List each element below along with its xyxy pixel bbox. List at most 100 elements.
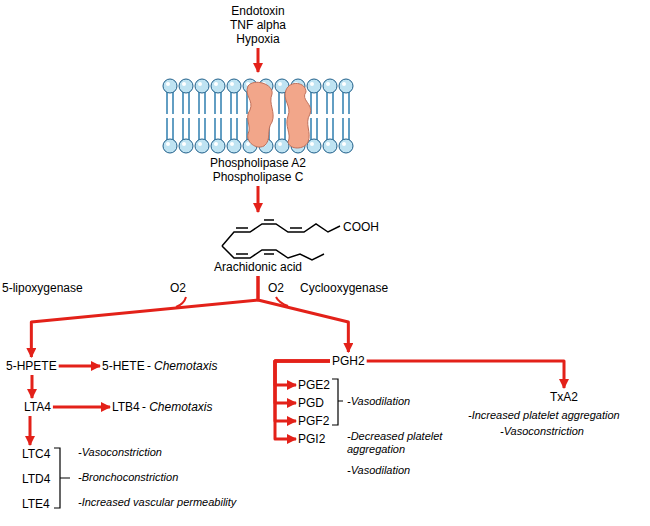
- compound-node: LTE4: [20, 495, 52, 513]
- pathway-arrow: [275, 361, 330, 439]
- annotation-label: O2: [268, 281, 284, 295]
- lipid-head: [211, 79, 225, 93]
- lipid-tail: [215, 118, 221, 140]
- effect-text: - Chemotaxis: [147, 359, 218, 373]
- lipid-head: [307, 139, 321, 153]
- group-bracket: [332, 379, 343, 425]
- pathway-arrow: [257, 48, 260, 72]
- annotation-label: 5-lipoxygenase: [2, 281, 83, 295]
- annotation-label: O2: [170, 281, 186, 295]
- compound-name: 5-HPETE: [6, 359, 57, 373]
- compound-node: Phospholipase A2 Phospholipase C: [163, 72, 353, 186]
- compound-name: LTD4: [22, 472, 50, 486]
- oxygen-input-stroke: [176, 297, 186, 307]
- lipid-highlight: [278, 82, 282, 86]
- pathway-arrow: [257, 186, 260, 212]
- lipid-head: [163, 139, 177, 153]
- compound-node: PGH2: [330, 352, 367, 370]
- cell-membrane: [163, 79, 353, 153]
- compound-name: LTB4: [112, 400, 140, 414]
- carbon-chain: [222, 246, 324, 260]
- compound-node: 5-HETE- Chemotaxis: [100, 357, 219, 375]
- compound-node: LTC4: [20, 445, 52, 463]
- compound-node: PGE2: [296, 376, 332, 394]
- lipid-highlight: [198, 82, 202, 86]
- connector-layer: [30, 48, 564, 445]
- compound-node: PGD: [296, 394, 326, 412]
- pathway-arrow: [29, 416, 32, 445]
- effect-label: -Vasoconstriction: [78, 446, 162, 459]
- effect-label: -Increased vascular permeability: [78, 496, 236, 509]
- lipid-head: [227, 139, 241, 153]
- lipid-tail: [311, 118, 317, 140]
- lipid-highlight: [310, 142, 314, 146]
- lipid-tail: [167, 92, 173, 114]
- lipid-tail: [327, 92, 333, 114]
- double-bond: [236, 253, 274, 255]
- lipid-tail: [327, 118, 333, 140]
- lipid-highlight: [230, 142, 234, 146]
- lipid-highlight: [214, 82, 218, 86]
- lipid-tail: [279, 118, 285, 140]
- pathway-arrow: [59, 365, 100, 368]
- lipid-highlight: [342, 142, 346, 146]
- lipid-tail: [183, 118, 189, 140]
- pathway-arrow: [31, 375, 34, 398]
- lipid-highlight: [214, 142, 218, 146]
- brackets: [54, 379, 343, 508]
- lipid-head: [339, 79, 353, 93]
- group-bracket: [54, 448, 70, 508]
- compound-name: Arachidonic acid: [175, 260, 341, 274]
- lipid-highlight: [278, 142, 282, 146]
- lipid-head: [307, 79, 321, 93]
- compound-name: LTE4: [22, 497, 50, 511]
- lipid-highlight: [310, 82, 314, 86]
- compound-name: Phospholipase A2 Phospholipase C: [202, 156, 314, 184]
- lipid-head: [275, 139, 289, 153]
- lipid-highlight: [182, 142, 186, 146]
- lipid-highlight: [326, 142, 330, 146]
- compound-node: PGF2: [296, 412, 331, 430]
- lipid-tail: [231, 118, 237, 140]
- membrane-proteins: [247, 82, 311, 148]
- annotation-label: Cyclooxygenase: [300, 281, 388, 295]
- compound-node: TxA2: [548, 388, 580, 406]
- compound-node: LTD4: [20, 470, 52, 488]
- effect-label: -Decreased platelet aggregation: [347, 430, 459, 456]
- lipid-head: [195, 79, 209, 93]
- lipid-head: [211, 139, 225, 153]
- lipid-tail: [199, 118, 205, 140]
- effect-label: -Vasoconstriction: [500, 425, 584, 438]
- protein-shape: [247, 82, 273, 147]
- lipid-highlight: [198, 142, 202, 146]
- effect-text: - Chemotaxis: [142, 400, 213, 414]
- annotation-label: COOH: [343, 220, 379, 234]
- lipid-tail: [279, 92, 285, 114]
- lipid-tail: [343, 118, 349, 140]
- lipid-highlight: [342, 82, 346, 86]
- pathway-arrow: [367, 361, 564, 388]
- protein-shape: [285, 83, 311, 148]
- compound-name: PGH2: [332, 354, 365, 368]
- lipid-highlight: [326, 82, 330, 86]
- compound-name: LTA4: [24, 400, 51, 414]
- lipid-head: [179, 139, 193, 153]
- effect-label: -Vasodilation: [347, 464, 410, 477]
- lipid-head: [195, 139, 209, 153]
- lipid-highlight: [166, 82, 170, 86]
- lipid-tail: [167, 118, 173, 140]
- lipid-tail: [311, 92, 317, 114]
- compound-name: LTC4: [22, 447, 50, 461]
- compound-name: PGD: [298, 396, 324, 410]
- double-bond: [236, 220, 302, 228]
- compound-name: TxA2: [550, 390, 578, 404]
- effect-label: -Increased platelet aggregation: [468, 409, 620, 422]
- lipid-tail: [215, 92, 221, 114]
- lipid-highlight: [230, 82, 234, 86]
- compound-node: Arachidonic acid: [173, 212, 343, 276]
- compound-node: PGI2: [296, 430, 327, 448]
- compound-name: PGF2: [298, 414, 329, 428]
- compound-name: Endotoxin TNF alpha Hypoxia: [223, 4, 294, 46]
- lipid-tail: [231, 92, 237, 114]
